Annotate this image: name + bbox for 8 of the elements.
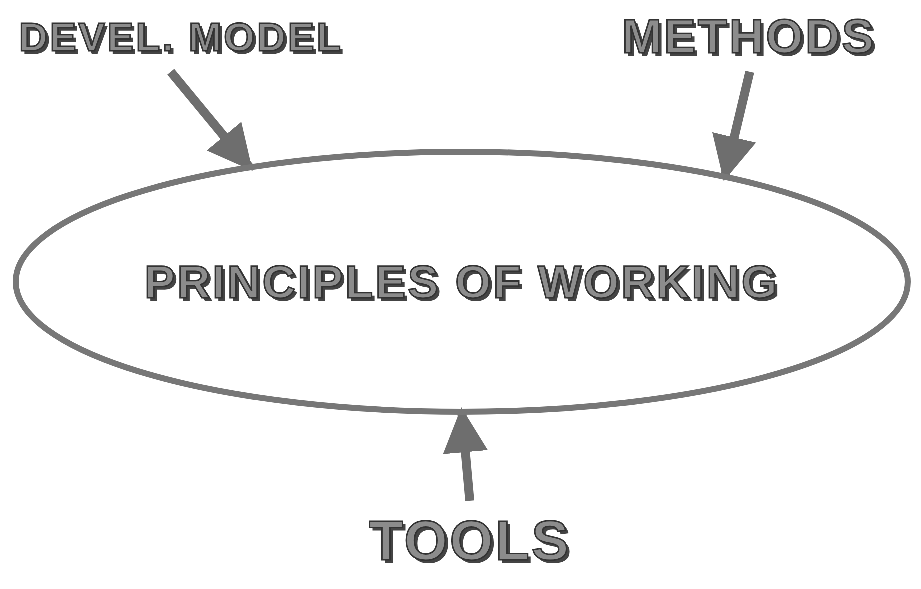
ellipse-node (12, 148, 912, 416)
arrow (168, 69, 254, 172)
node-label: PRINCIPLES OF WORKING (144, 259, 780, 305)
node-label: TOOLS (369, 513, 571, 569)
node-label: METHODS (622, 14, 876, 62)
arrow (712, 70, 756, 182)
node-label: DEVEL. MODEL (18, 18, 344, 58)
arrow (443, 408, 488, 502)
